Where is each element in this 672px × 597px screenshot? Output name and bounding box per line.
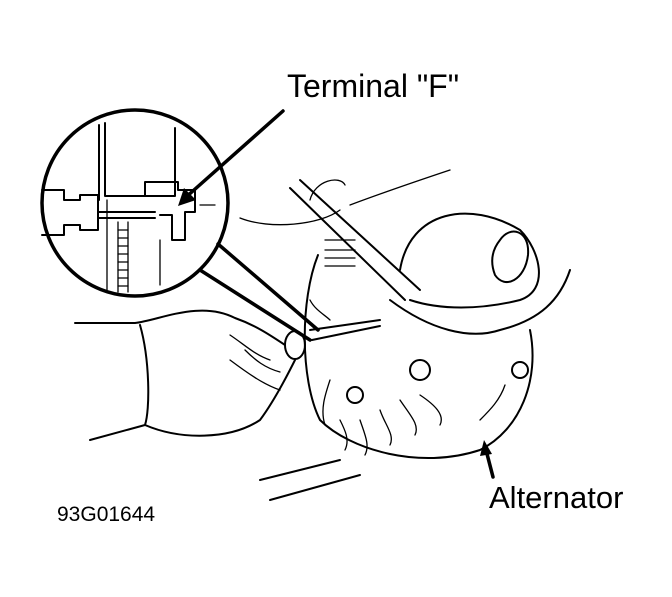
hand [74,309,296,441]
tool [284,319,381,360]
inset-detail [40,108,230,298]
terminal-arrow [178,109,285,206]
alternator-label: Alternator [489,480,624,515]
callout-line [198,242,320,342]
figure-id: 93G01644 [57,503,156,526]
alternator-arrow [480,440,495,479]
alternator-body [239,169,571,501]
terminal-f-label: Terminal "F" [287,68,460,104]
